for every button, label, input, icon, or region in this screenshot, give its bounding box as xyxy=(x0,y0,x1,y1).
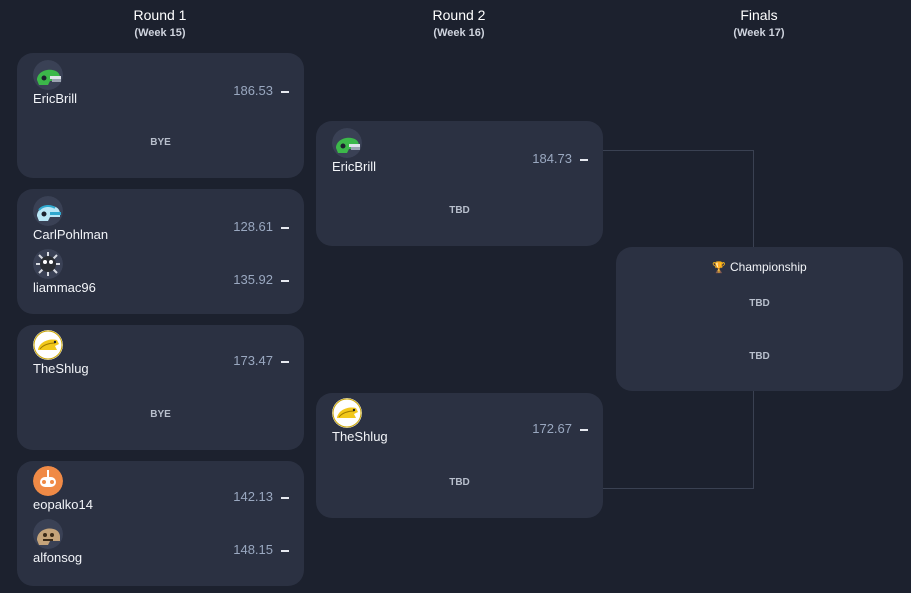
dash-icon xyxy=(281,361,289,363)
team-row[interactable]: TheShlug 173.47 xyxy=(33,330,289,378)
team-score: 186.53 xyxy=(233,83,273,98)
tbd-label: TBD xyxy=(449,477,470,488)
team-score: 142.13 xyxy=(233,489,273,504)
round-title: Round 1 xyxy=(133,7,187,23)
round-2-header: Round 2 (Week 16) xyxy=(316,6,602,40)
orange-robot-icon xyxy=(33,466,63,496)
team-row[interactable]: EricBrill 186.53 xyxy=(33,60,289,108)
matchup-card[interactable]: EricBrill 184.73 TBD xyxy=(316,121,603,246)
team-score: 135.92 xyxy=(233,272,273,287)
round-week: (Week 15) xyxy=(134,27,186,39)
matchup-card[interactable]: EricBrill 186.53 BYE xyxy=(17,53,304,178)
yellow-slug-icon xyxy=(33,330,63,360)
team-row[interactable]: liammac96 135.92 xyxy=(33,249,289,297)
matchup-card[interactable]: TheShlug 173.47 BYE xyxy=(17,325,304,450)
bye-label: BYE xyxy=(150,137,171,148)
team-name: liammac96 xyxy=(33,280,96,295)
dash-icon xyxy=(281,227,289,229)
dash-icon xyxy=(580,429,588,431)
team-name: EricBrill xyxy=(332,159,377,174)
matchup-card[interactable]: CarlPohlman 128.61 liammac96 135.92 xyxy=(17,189,304,314)
championship-title: 🏆Championship xyxy=(616,260,903,274)
matchup-card[interactable]: eopalko14 142.13 alfonsog 148.15 xyxy=(17,461,304,586)
connector-line xyxy=(603,150,753,151)
connector-line xyxy=(603,488,753,489)
bye-label: BYE xyxy=(150,409,171,420)
finals-header: Finals (Week 17) xyxy=(616,6,902,40)
connector-line xyxy=(753,391,754,489)
team-name: EricBrill xyxy=(33,91,78,106)
connector-line xyxy=(753,150,754,247)
championship-label: Championship xyxy=(729,260,807,274)
team-row[interactable]: EricBrill 184.73 xyxy=(332,128,588,176)
round-title: Round 2 xyxy=(432,7,486,23)
team-score: 128.61 xyxy=(233,219,273,234)
team-name: CarlPohlman xyxy=(33,227,109,242)
team-row[interactable]: eopalko14 142.13 xyxy=(33,466,289,514)
matchup-card[interactable]: TheShlug 172.67 TBD xyxy=(316,393,603,518)
team-name: alfonsog xyxy=(33,550,83,565)
tbd-label: TBD xyxy=(749,351,770,362)
green-helmet-icon xyxy=(332,128,362,158)
dash-icon xyxy=(281,280,289,282)
team-name: eopalko14 xyxy=(33,497,93,512)
dash-icon xyxy=(580,159,588,161)
team-score: 184.73 xyxy=(532,151,572,166)
tbd-label: TBD xyxy=(749,298,770,309)
team-row[interactable]: CarlPohlman 128.61 xyxy=(33,196,289,244)
team-score: 148.15 xyxy=(233,542,273,557)
round-title: Finals xyxy=(740,7,778,23)
round-week: (Week 16) xyxy=(433,27,485,39)
trophy-icon: 🏆 xyxy=(712,262,726,274)
yellow-slug-icon xyxy=(332,398,362,428)
round-week: (Week 17) xyxy=(733,27,785,39)
brown-helmet-icon xyxy=(33,519,63,549)
dash-icon xyxy=(281,497,289,499)
light-blue-helmet-icon xyxy=(33,196,63,226)
dash-icon xyxy=(281,550,289,552)
spiked-ball-icon xyxy=(33,249,63,279)
team-name: TheShlug xyxy=(332,429,388,444)
championship-card[interactable]: 🏆Championship TBD TBD xyxy=(616,247,903,391)
team-row[interactable]: TheShlug 172.67 xyxy=(332,398,588,446)
team-name: TheShlug xyxy=(33,361,89,376)
team-score: 173.47 xyxy=(233,353,273,368)
team-score: 172.67 xyxy=(532,421,572,436)
dash-icon xyxy=(281,91,289,93)
round-1-header: Round 1 (Week 15) xyxy=(17,6,303,40)
team-row[interactable]: alfonsog 148.15 xyxy=(33,519,289,567)
tbd-label: TBD xyxy=(449,205,470,216)
green-helmet-icon xyxy=(33,60,63,90)
